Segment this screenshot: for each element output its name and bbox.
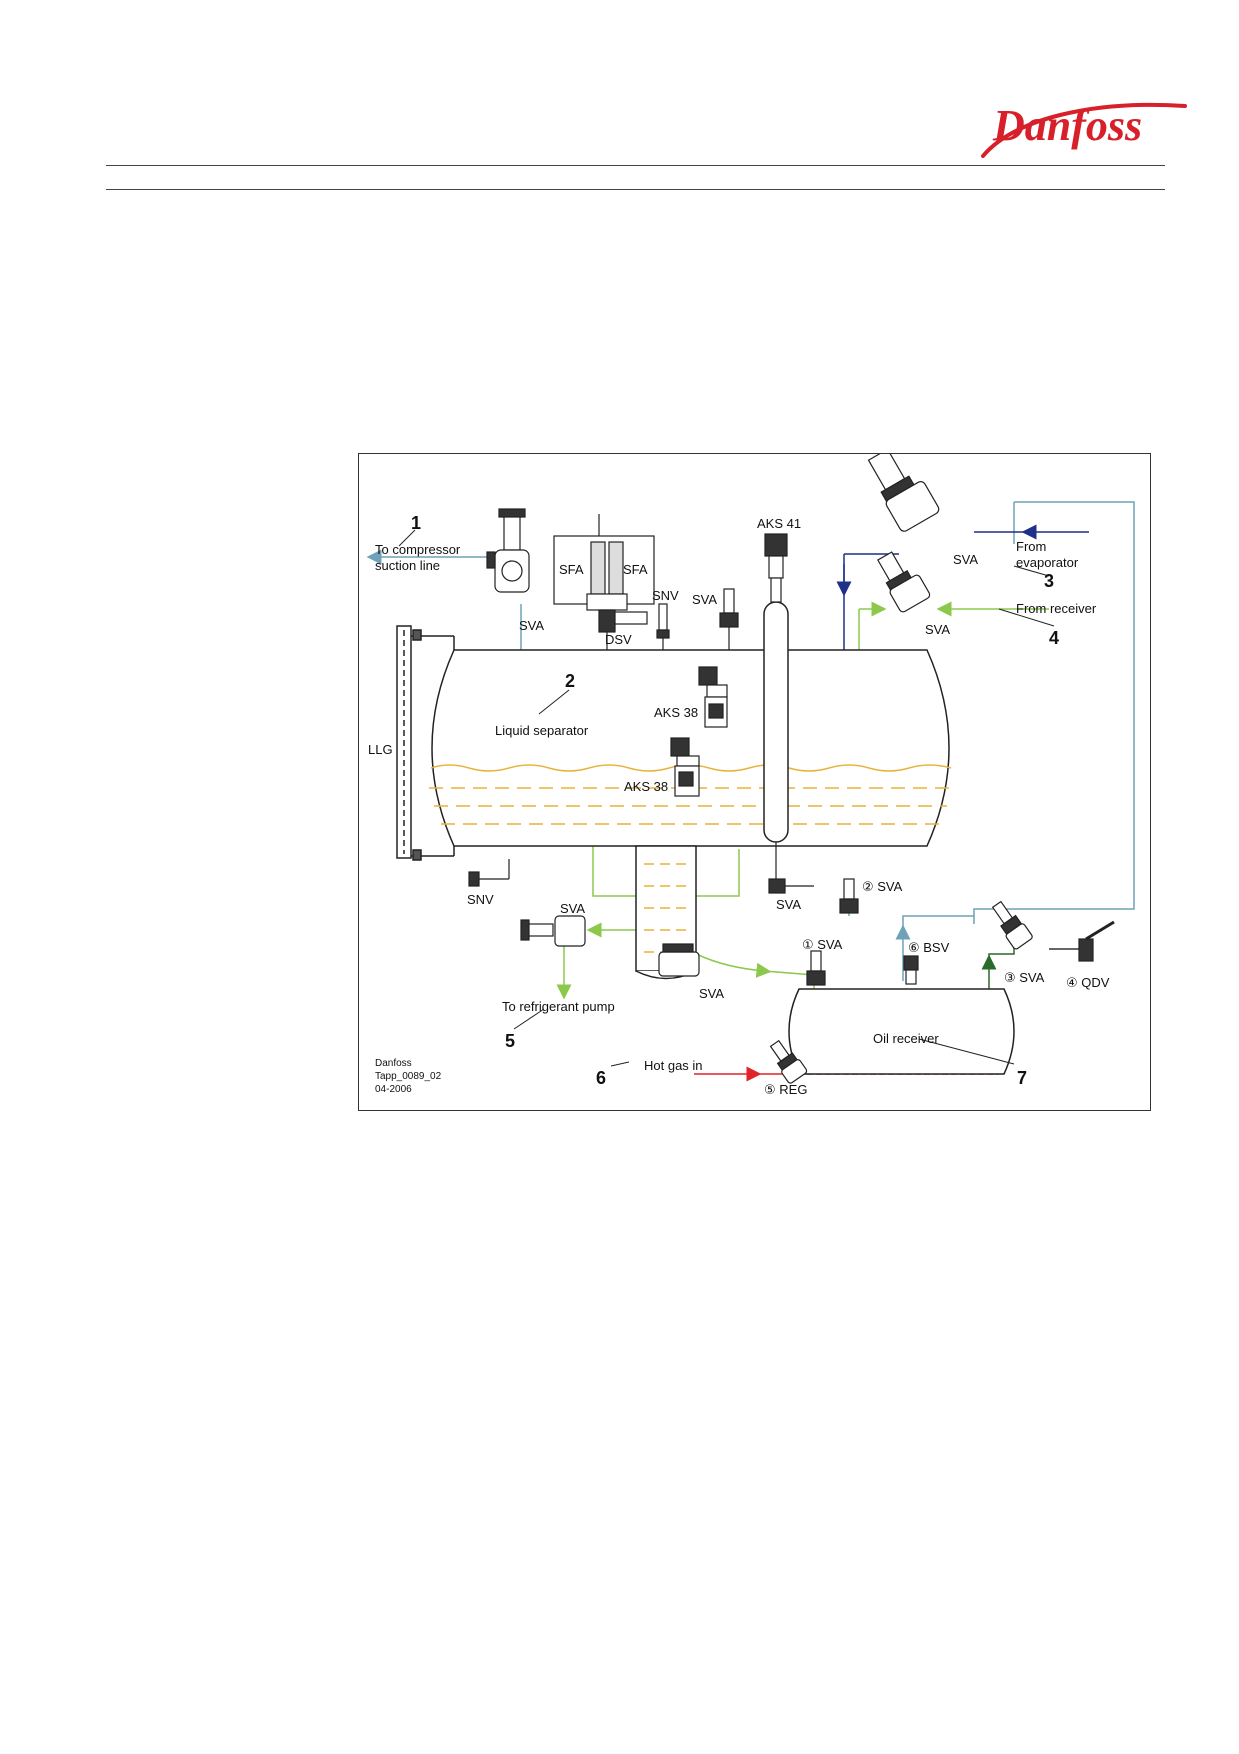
header-rule-bottom [106, 189, 1165, 190]
label-dsv: DSV [605, 632, 632, 647]
label-to-pump: To refrigerant pump [502, 999, 615, 1014]
label-from-receiver: From receiver [1016, 601, 1097, 616]
label-hot-gas-in: Hot gas in [644, 1058, 703, 1073]
callout-2: 2 [565, 671, 575, 691]
label-llg: LLG [368, 742, 393, 757]
aks41-probe-tube [763, 601, 789, 843]
aks38-bottom-switch [670, 737, 700, 797]
label-sva2: ② SVA [862, 879, 903, 894]
sva3-valve [991, 900, 1033, 950]
callout-leaders [398, 529, 1055, 1067]
callout-4: 4 [1049, 628, 1059, 648]
label-sva-top: SVA [519, 618, 544, 633]
label-sva-evap: SVA [953, 552, 978, 567]
label-sva-pump: SVA [560, 901, 585, 916]
sva-bottom-valve [768, 842, 814, 894]
header-rule-top [106, 165, 1165, 166]
label-evaporator: evaporator [1016, 555, 1079, 570]
label-sfa-right: SFA [623, 562, 648, 577]
snv-top-valve [656, 603, 670, 650]
callout-3: 3 [1044, 571, 1054, 591]
sva-drain-valve [658, 943, 700, 977]
bsv6-valve [903, 955, 919, 985]
label-liquid-separator: Liquid separator [495, 723, 589, 738]
aks38-top-switch [698, 666, 728, 728]
sva1-valve [806, 950, 826, 986]
callout-5: 5 [505, 1031, 515, 1051]
sfa-safety-valves [553, 514, 655, 611]
label-to-compressor: To compressor [375, 542, 461, 557]
vapor-return-line [973, 501, 1135, 924]
sva-small-valve [719, 588, 739, 650]
label-snv-bottom: SNV [467, 892, 494, 907]
sva-pump-valve [520, 915, 586, 947]
callout-1: 1 [411, 513, 421, 533]
label-suction-line: suction line [375, 558, 440, 573]
label-from: From [1016, 539, 1046, 554]
aks41-sensor [764, 533, 788, 603]
brand-wordmark: Danfoss [992, 101, 1142, 150]
callout-numbers: 1 2 3 4 5 6 7 [411, 513, 1059, 1088]
sva2-valve [839, 878, 859, 914]
credit-line-3: 04-2006 [375, 1084, 412, 1095]
label-snv-top: SNV [652, 588, 679, 603]
reg5-valve [769, 1039, 808, 1084]
callout-6: 6 [596, 1068, 606, 1088]
label-sva-drain: SVA [699, 986, 724, 1001]
label-qdv4: ④ QDV [1066, 975, 1110, 990]
credit-line-2: Tapp_0089_02 [375, 1071, 442, 1082]
label-aks41: AKS 41 [757, 516, 801, 531]
llg-level-glass [396, 625, 455, 861]
label-sva3: ③ SVA [1004, 970, 1045, 985]
label-sva-small: SVA [692, 592, 717, 607]
oil-receiver-vessel [788, 988, 1015, 1075]
credit-line-1: Danfoss [375, 1058, 412, 1069]
callout-7: 7 [1017, 1068, 1027, 1088]
sva-evaporator-valve [867, 454, 940, 532]
danfoss-logo: Danfoss [981, 101, 1187, 158]
qdv4-valve [1078, 920, 1115, 962]
label-aks38-top: AKS 38 [654, 705, 698, 720]
diagram-frame: 1 2 3 4 5 6 7 To compressor suction line… [358, 453, 1151, 1111]
dsv-changeover-valve [598, 609, 648, 650]
label-oil-receiver: Oil receiver [873, 1031, 939, 1046]
liquid-separator-diagram: 1 2 3 4 5 6 7 To compressor suction line… [366, 454, 1135, 1097]
label-bsv6: ⑥ BSV [908, 940, 950, 955]
label-sva-bottom: SVA [776, 897, 801, 912]
label-sva1: ① SVA [802, 937, 843, 952]
diagram-labels: To compressor suction line SVA SFA SFA D… [368, 516, 1110, 1097]
label-aks38-bottom: AKS 38 [624, 779, 668, 794]
sva-suction-valve [486, 508, 530, 593]
sva-receiver-valve [877, 551, 931, 613]
label-sfa-left: SFA [559, 562, 584, 577]
label-reg5: ⑤ REG [764, 1082, 807, 1097]
label-sva-receiver: SVA [925, 622, 950, 637]
snv-bottom-valve [468, 859, 510, 887]
